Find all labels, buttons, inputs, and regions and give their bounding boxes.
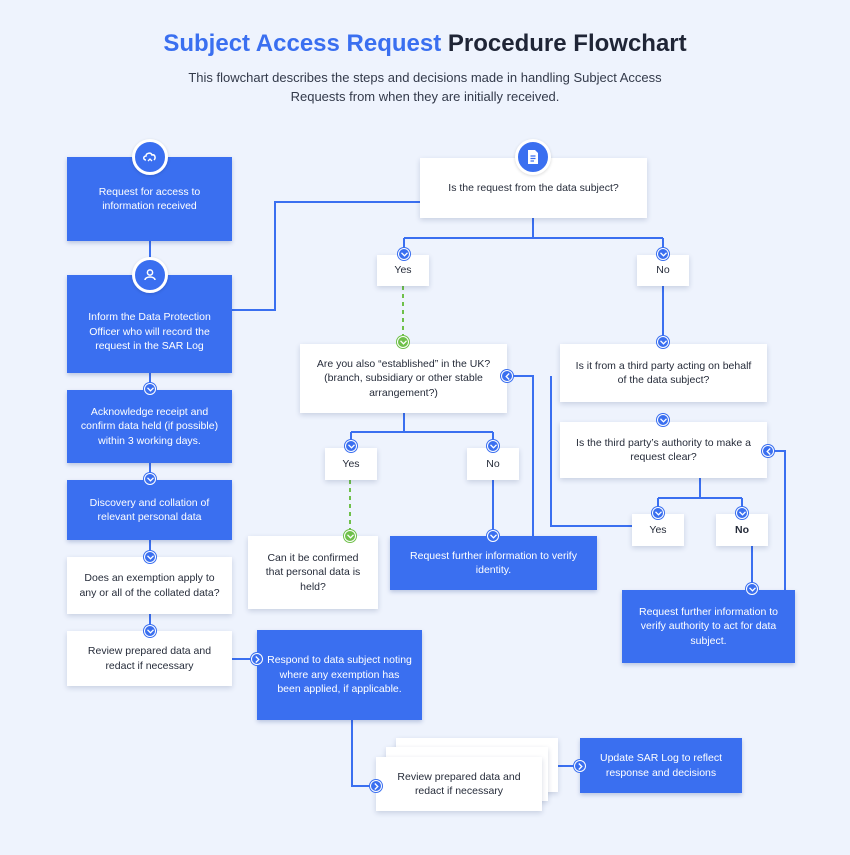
chevron-right-icon xyxy=(370,780,382,792)
page-subtitle: This flowchart describes the steps and d… xyxy=(188,70,662,104)
request-authority-box: Request further information to verify au… xyxy=(622,590,795,663)
yes-3-box: Yes xyxy=(632,514,684,546)
authority-clear-box: Is the third party’s authority to make a… xyxy=(560,422,767,478)
title-rest: Procedure Flowchart xyxy=(447,30,687,57)
chevron-right-icon xyxy=(574,760,586,772)
no-1-box: No xyxy=(637,255,689,286)
exemption-question-box: Does an exemption apply to any or all of… xyxy=(67,557,232,614)
request-identity-box: Request further information to verify id… xyxy=(390,536,597,590)
cloud-sync-icon xyxy=(132,139,168,175)
chevron-right-icon xyxy=(251,653,263,665)
page-title: Subject Access Request Procedure Flowcha… xyxy=(0,30,850,58)
chevron-down-icon xyxy=(736,507,748,519)
chevron-left-icon xyxy=(762,445,774,457)
yes-2-box: Yes xyxy=(325,448,377,480)
chevron-down-icon xyxy=(144,473,156,485)
respond-box: Respond to data subject noting where any… xyxy=(257,630,422,720)
document-icon xyxy=(515,139,551,175)
chevron-down-icon xyxy=(144,383,156,395)
update-log-box: Update SAR Log to reflect response and d… xyxy=(580,738,742,793)
chevron-down-icon xyxy=(344,530,356,542)
chevron-down-icon xyxy=(144,551,156,563)
review-redact-box: Review prepared data and redact if neces… xyxy=(67,631,232,686)
chevron-down-icon xyxy=(144,625,156,637)
third-party-box: Is it from a third party acting on behal… xyxy=(560,344,767,402)
chevron-down-icon xyxy=(398,248,410,260)
chevron-down-icon xyxy=(652,507,664,519)
request-received-box: Request for access to information receiv… xyxy=(67,157,232,241)
chevron-down-icon xyxy=(487,530,499,542)
user-sync-icon xyxy=(132,257,168,293)
chevron-down-icon xyxy=(746,583,758,595)
review-redact-stack-box: Review prepared data and redact if neces… xyxy=(376,757,542,811)
chevron-down-icon xyxy=(397,336,409,348)
discovery-box: Discovery and collation of relevant pers… xyxy=(67,480,232,540)
title-accent: Subject Access Request xyxy=(163,30,442,57)
acknowledge-box: Acknowledge receipt and confirm data hel… xyxy=(67,390,232,463)
chevron-down-icon xyxy=(487,440,499,452)
chevron-down-icon xyxy=(657,336,669,348)
chevron-down-icon xyxy=(345,440,357,452)
chevron-down-icon xyxy=(657,248,669,260)
established-uk-box: Are you also “established” in the UK? (b… xyxy=(300,344,507,413)
confirm-personal-data-box: Can it be confirmed that personal data i… xyxy=(248,536,378,609)
chevron-left-icon xyxy=(501,370,513,382)
yes-1-box: Yes xyxy=(377,255,429,286)
no-2-box: No xyxy=(467,448,519,480)
no-3-box: No xyxy=(716,514,768,546)
chevron-down-icon xyxy=(657,414,669,426)
